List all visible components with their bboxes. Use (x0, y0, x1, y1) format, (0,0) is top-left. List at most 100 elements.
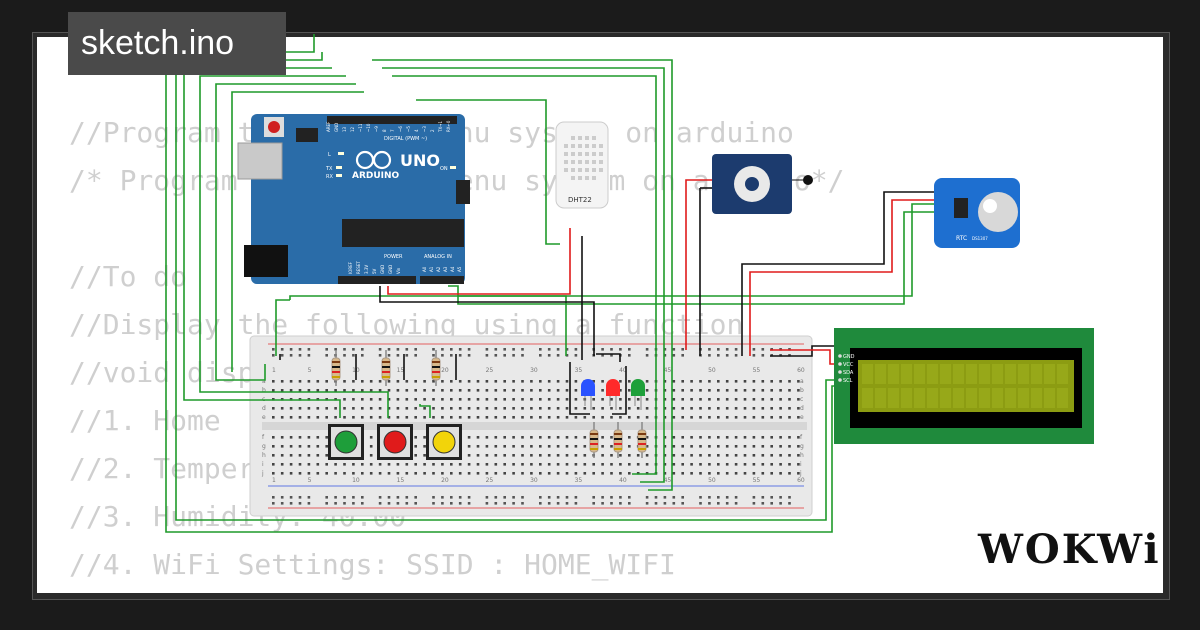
breadboard-column-number: 60 (797, 477, 805, 484)
breadboard-column-number: 1 (272, 477, 276, 484)
arduino-pin-label: GND (334, 123, 339, 132)
arduino-pin-label: ~10 (366, 123, 371, 132)
arduino-led (338, 152, 344, 155)
breadboard-row-letter: g (800, 443, 804, 450)
arduino-led-label: L (328, 152, 331, 158)
breadboard-column-number: 55 (753, 367, 761, 374)
arduino-power-label: 3.3V (364, 265, 369, 274)
breadboard-column-number: 25 (486, 477, 494, 484)
breadboard-column-number: 50 (708, 367, 716, 374)
breadboard-row-letter: d (800, 405, 804, 412)
breadboard-row-letter: f (800, 434, 803, 441)
arduino-pin-label: 4 (414, 129, 419, 132)
breadboard-row-letter: e (262, 414, 266, 421)
breadboard-row-letter: i (262, 461, 264, 468)
resistor[interactable] (637, 422, 647, 458)
arduino-power-label: GND (380, 265, 385, 274)
breadboard-column-number: 60 (797, 367, 805, 374)
arduino-analog-label: A0 (422, 266, 427, 272)
push-button[interactable] (426, 424, 462, 460)
breadboard-row-letter: i (800, 461, 802, 468)
breadboard-row-letter: f (262, 434, 265, 441)
arduino-pin-label: ~6 (398, 126, 403, 132)
arduino-led (336, 174, 342, 177)
resistor[interactable] (613, 422, 623, 458)
arduino-power-label: GND (388, 265, 393, 274)
resistor[interactable] (589, 422, 599, 458)
breadboard-row-letter: h (262, 452, 266, 459)
breadboard-row-letter: g (262, 443, 266, 450)
arduino-uno[interactable]: UNO ARDUINO DIGITAL (PWM ~) ANALOG IN PO… (237, 114, 470, 284)
breadboard-column-number: 55 (753, 477, 761, 484)
arduino-power-label: Vin (396, 267, 401, 274)
arduino-power-label: 5V (372, 268, 377, 274)
breadboard-column-number: 35 (575, 477, 583, 484)
led[interactable] (606, 379, 620, 410)
arduino-analog-label: A2 (436, 266, 441, 272)
breadboard-row-letter: h (800, 452, 804, 459)
breadboard-row-letter: b (800, 387, 804, 394)
arduino-pin-label: 7 (390, 129, 395, 132)
arduino-led-label: ON (440, 166, 448, 172)
breadboard-column-number: 45 (664, 367, 672, 374)
lcd-pin[interactable] (838, 370, 842, 374)
green-wires (165, 34, 938, 533)
breadboard-column-number: 5 (308, 477, 312, 484)
lcd-pin[interactable] (838, 378, 842, 382)
breadboard-column-number: 45 (664, 477, 672, 484)
breadboard-row-letter: a (262, 378, 266, 385)
arduino-analog-label: A1 (429, 266, 434, 272)
breadboard-column-number: 40 (619, 477, 627, 484)
arduino-pin-label: AREF (326, 121, 331, 132)
lcd-pin[interactable] (838, 362, 842, 366)
arduino-pin-label: 12 (350, 126, 355, 132)
resistor[interactable] (331, 350, 341, 386)
wokwi-logo: WOKWi (978, 526, 1161, 573)
arduino-pin-label: 13 (342, 126, 347, 132)
rtc-sublabel: DS1307 (972, 236, 988, 241)
lcd-pin[interactable] (838, 354, 842, 358)
breadboard-column-number: 20 (441, 367, 449, 374)
arduino-led (336, 166, 342, 169)
breadboard-column-number: 1 (272, 367, 276, 374)
breadboard-column-number: 30 (530, 477, 538, 484)
arduino-brand: ARDUINO (352, 171, 400, 181)
lcd-pin-label: VCC (843, 362, 854, 368)
breadboard-column-number: 40 (619, 367, 627, 374)
arduino-pin-label: TX→1 (438, 120, 443, 133)
resistors (331, 350, 647, 458)
code-line: //1. Home (69, 404, 221, 437)
breadboard-row-letter: d (262, 405, 266, 412)
black-wires (279, 187, 938, 415)
dht22-label: DHT22 (568, 196, 592, 204)
joystick-module[interactable] (712, 154, 813, 214)
breadboard-row-letter: b (262, 387, 266, 394)
resistor[interactable] (381, 350, 391, 386)
dht22-sensor[interactable]: DHT22 (555, 121, 609, 209)
arduino-led-label: TX (325, 166, 333, 172)
code-line: //4. WiFi Settings: SSID : HOME_WIFI (69, 548, 676, 581)
push-button[interactable] (377, 424, 413, 460)
arduino-analog-label: A5 (457, 266, 462, 272)
breadboard-row-letter: j (261, 470, 264, 477)
breadboard-column-number: 25 (486, 367, 494, 374)
push-button[interactable] (328, 424, 364, 460)
arduino-pin-label: 2 (430, 129, 435, 132)
led[interactable] (581, 379, 595, 410)
breadboard-column-number: 35 (575, 367, 583, 374)
arduino-led (450, 166, 456, 169)
rtc-module[interactable]: RTC DS1307 (934, 178, 1020, 248)
sketch-tab[interactable]: sketch.ino (68, 12, 286, 75)
arduino-pin-label: 8 (382, 129, 387, 132)
lcd-pin-label: GND (843, 354, 855, 360)
breadboard-column-number: 20 (441, 477, 449, 484)
breadboard-column-number: 50 (708, 477, 716, 484)
resistor[interactable] (431, 350, 441, 386)
led[interactable] (631, 379, 645, 410)
arduino-led-label: RX (326, 174, 333, 180)
breadboard-column-number: 15 (397, 367, 405, 374)
breadboard-row-letter: c (800, 396, 803, 403)
code-line: //To do (69, 260, 188, 293)
